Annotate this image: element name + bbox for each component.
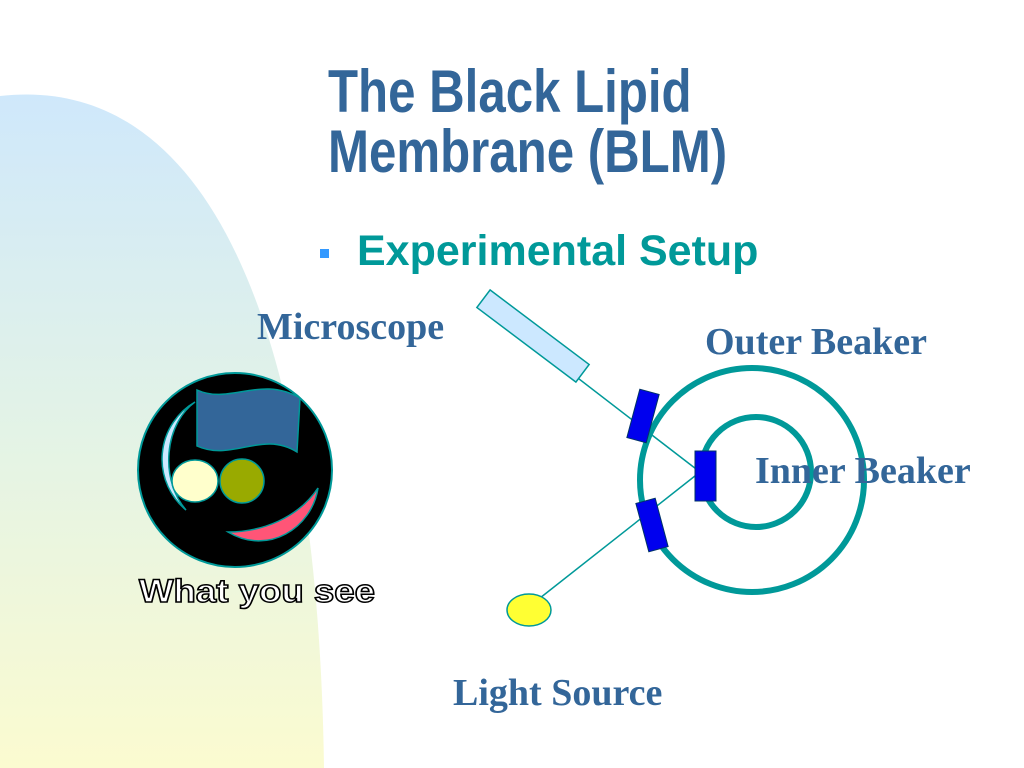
upper-window-block: [626, 388, 660, 444]
lower-window-block: [635, 497, 669, 553]
inner-beaker-label: Inner Beaker: [755, 450, 971, 492]
membrane-aperture-block: [694, 450, 717, 502]
light-bulb-icon: [506, 593, 552, 627]
outer-beaker-label: Outer Beaker: [705, 321, 927, 363]
microscope-label: Microscope: [257, 306, 445, 348]
view-left-crescent-shape: [161, 401, 196, 511]
microscope-view-illustration: [137, 372, 333, 568]
view-pink-crescent-shape: [225, 487, 319, 542]
bullet-text: Experimental Setup: [357, 227, 759, 275]
light-source-label: Light Source: [453, 672, 663, 714]
microscope-tube-icon: [475, 288, 591, 384]
view-flag-shape: [196, 388, 301, 454]
view-olive-circle: [219, 458, 265, 504]
light-path-line: [539, 471, 701, 599]
slide-title-line-1: The Black Lipid: [328, 58, 692, 125]
view-caption: What you see: [139, 573, 375, 609]
slide-title-line-2: Membrane (BLM): [328, 118, 728, 185]
outer-beaker-ring: [637, 365, 867, 595]
view-pale-circle: [171, 459, 219, 503]
slide-title: The Black Lipid Membrane (BLM): [328, 62, 853, 182]
square-bullet-icon: [320, 249, 329, 258]
